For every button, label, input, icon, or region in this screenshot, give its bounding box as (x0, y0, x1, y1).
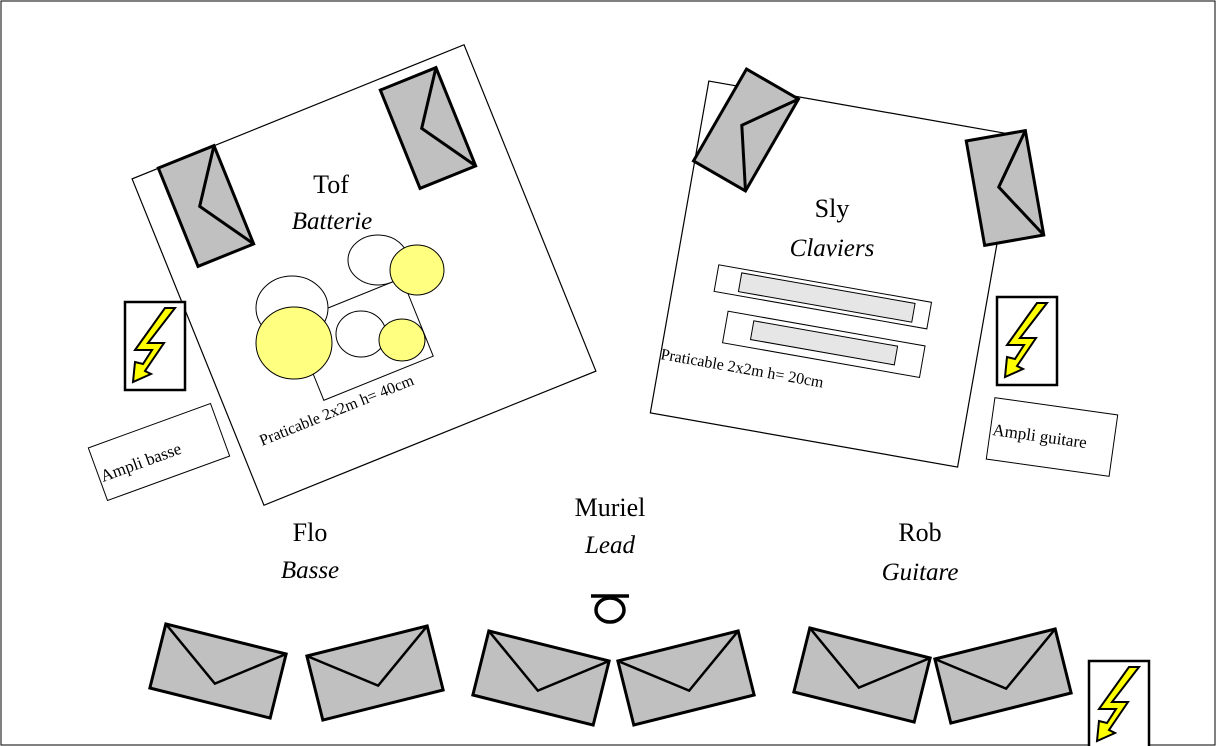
drummer-name: Tof (313, 170, 349, 199)
keyboard-icon (721, 310, 926, 379)
singer-name: Muriel (575, 493, 646, 522)
keyboardist-name: Sly (815, 194, 850, 223)
microphone-icon (591, 594, 629, 624)
guitarist-name: Rob (898, 518, 941, 547)
bass-amp (87, 402, 231, 502)
stage-monitor-icon (471, 629, 611, 727)
keyboard-icon (713, 264, 933, 330)
stage-monitor-icon (305, 624, 445, 722)
drum-icon (335, 310, 387, 358)
stage-monitor-icon (792, 626, 932, 724)
keyboardist-role: Claviers (790, 235, 875, 262)
cymbal-icon (389, 244, 445, 296)
bassist-role: Basse (281, 557, 339, 584)
guitarist-role: Guitare (882, 559, 959, 586)
guitar-amp (985, 397, 1119, 477)
power-outlet-icon (123, 300, 187, 392)
cymbal-icon (378, 318, 426, 362)
stage-monitor-icon (616, 629, 756, 727)
power-outlet-icon (1087, 659, 1151, 746)
cymbal-icon (255, 306, 333, 380)
stage-monitor-icon (933, 627, 1073, 725)
stage-monitor-icon (148, 622, 288, 720)
bassist-name: Flo (293, 518, 328, 547)
power-outlet-icon (995, 295, 1059, 387)
singer-role: Lead (584, 532, 636, 559)
drummer-role: Batterie (292, 208, 373, 235)
